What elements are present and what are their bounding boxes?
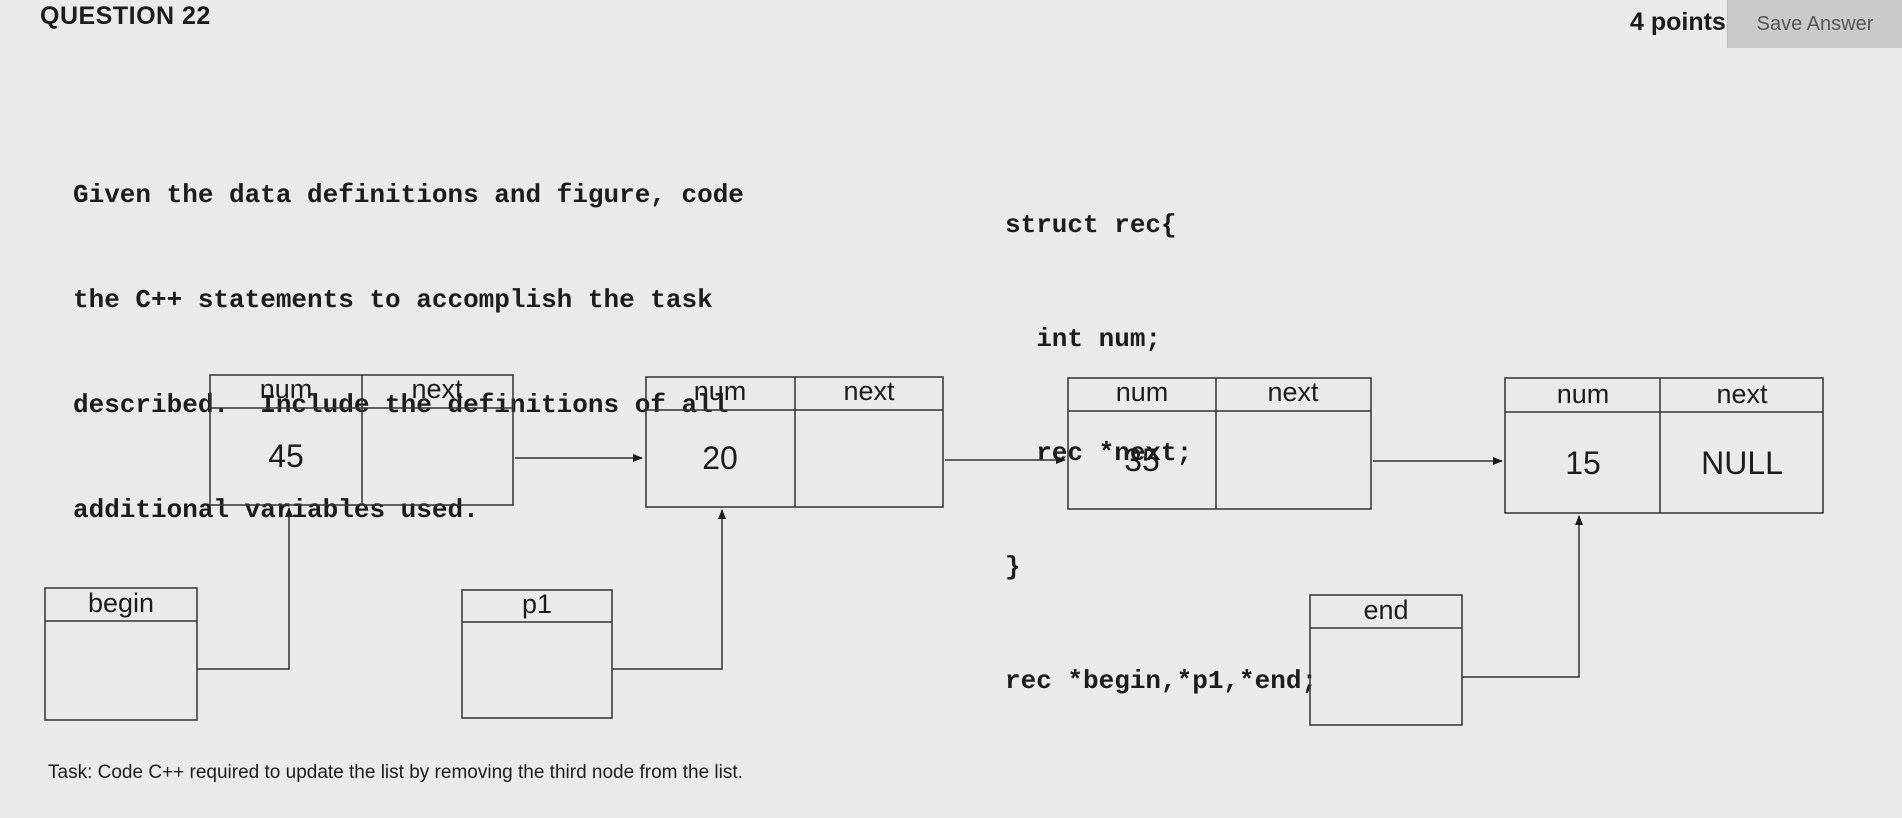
pointer-end-label: end: [1363, 595, 1408, 625]
question-title: QUESTION 22: [40, 2, 211, 30]
node-4-num-header: num: [1557, 379, 1610, 409]
pointer-p1-label: p1: [522, 589, 552, 619]
node-1-num-header: num: [260, 374, 313, 404]
pointer-p1: p1: [461, 509, 726, 719]
node-1-num-value: 45: [268, 438, 304, 474]
node-4-next-header: next: [1716, 379, 1768, 409]
node-4-num-value: 15: [1565, 445, 1601, 481]
list-node-1: num next 45: [209, 374, 514, 506]
list-node-3: num next 35: [1067, 377, 1372, 510]
pointer-begin-label: begin: [88, 588, 154, 618]
points-label: 4 points: [1630, 8, 1726, 36]
task-description: Task: Code C++ required to update the li…: [48, 762, 743, 783]
node-3-num-value: 35: [1124, 442, 1160, 478]
node-3-next-header: next: [1267, 377, 1319, 407]
node-2-num-value: 20: [702, 440, 738, 476]
node-2-num-header: num: [694, 376, 747, 406]
node-4-next-value: NULL: [1701, 445, 1783, 481]
node-1-next-header: next: [411, 374, 463, 404]
prompt-line: additional variables used.: [73, 495, 479, 525]
prompt-line: described. Include the definitions of al…: [73, 390, 729, 420]
list-node-2: num next 20: [645, 376, 944, 508]
code-line: }: [1005, 552, 1021, 582]
code-line: rec *next;: [1005, 438, 1193, 468]
struct-definition-code: struct rec{ int num; rec *next; } rec *b…: [1005, 130, 1317, 738]
pointer-end: end: [1309, 515, 1583, 726]
save-answer-button[interactable]: Save Answer: [1727, 0, 1902, 48]
code-line: struct rec{: [1005, 210, 1177, 240]
code-line: rec *begin,*p1,*end;: [1005, 666, 1318, 696]
pointer-begin: begin: [44, 507, 293, 721]
code-line: int num;: [1005, 324, 1162, 354]
list-node-4: num next 15 NULL: [1504, 377, 1824, 514]
node-2-next-header: next: [843, 376, 895, 406]
question-prompt: Given the data definitions and figure, c…: [73, 108, 744, 563]
node-3-num-header: num: [1116, 377, 1169, 407]
prompt-line: the C++ statements to accomplish the tas…: [73, 285, 713, 315]
prompt-line: Given the data definitions and figure, c…: [73, 180, 744, 210]
